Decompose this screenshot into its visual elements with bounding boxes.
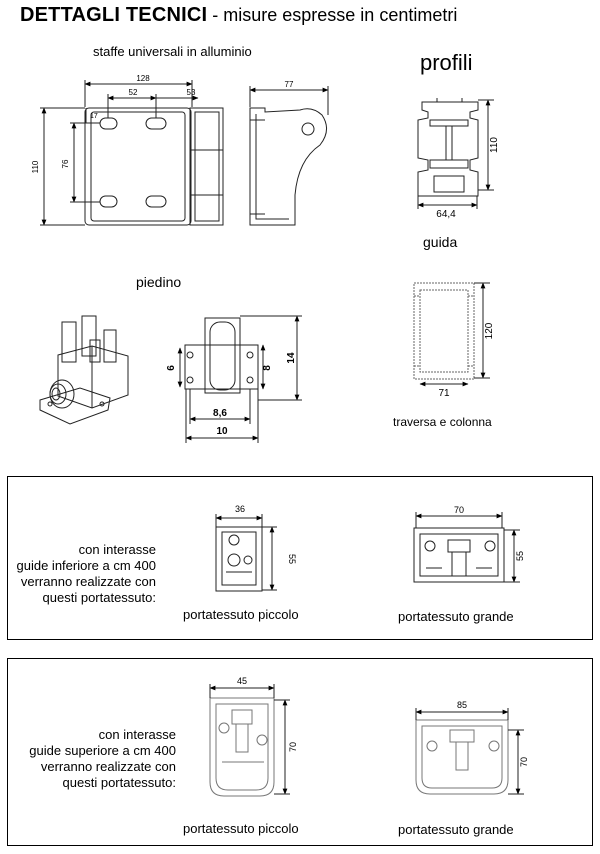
dim-inf-grande-55: 55: [515, 551, 525, 561]
guida-profile-drawing: [417, 98, 494, 209]
superiore-grande-drawing: [415, 719, 509, 795]
staffa-side-drawing: [249, 86, 329, 226]
piedino-label: piedino: [136, 274, 182, 290]
dim-piedino-8-6: 8,6: [213, 408, 227, 419]
dim-traversa-71: 71: [438, 388, 450, 399]
dim-sup-grande-70: 70: [519, 757, 529, 767]
box-inferiore-text: con interasse guide inferiore a cm 400 v…: [10, 542, 156, 606]
page-title: DETTAGLI TECNICI - misure espresse in ce…: [20, 4, 457, 27]
title-bold: DETTAGLI TECNICI: [20, 4, 208, 26]
box-inferiore-line-2: guide inferiore a cm 400: [16, 558, 156, 573]
dim-piedino-14: 14: [286, 352, 297, 364]
dim-staffa-110: 110: [31, 160, 40, 173]
dim-inf-grande-70: 70: [454, 505, 464, 515]
superiore-piccolo-drawing: [209, 697, 275, 797]
dim-staffa-17: 17: [90, 113, 98, 120]
box-guide-inferiore: [7, 476, 593, 640]
superiore-grande-dimensions: [415, 708, 524, 795]
traversa-label: traversa e colonna: [393, 415, 492, 429]
dim-sup-piccolo-45: 45: [237, 676, 247, 686]
traversa-dimensions: [419, 282, 490, 387]
box-inferiore-line-4: questi portatessuto:: [42, 590, 156, 605]
box-inferiore-line-1: con interasse: [78, 542, 156, 557]
staffe-label: staffe universali in alluminio: [93, 44, 252, 59]
box-superiore-line-4: questi portatessuto:: [62, 775, 176, 790]
dim-piedino-10: 10: [216, 426, 228, 437]
dim-staffa-52: 52: [129, 88, 138, 97]
box-inferiore-line-3: verranno realizzate con: [20, 574, 156, 589]
superiore-piccolo-label: portatessuto piccolo: [183, 821, 299, 836]
inferiore-piccolo-label: portatessuto piccolo: [183, 607, 299, 622]
dim-inf-piccolo-36: 36: [235, 504, 245, 514]
dim-inf-piccolo-55: 55: [287, 554, 297, 564]
dim-piedino-8: 8: [262, 365, 273, 371]
dim-traversa-120: 120: [484, 322, 495, 339]
piedino-front-drawing: [177, 315, 302, 443]
dim-piedino-6: 6: [166, 365, 177, 371]
box-superiore-line-2: guide superiore a cm 400: [29, 743, 176, 758]
box-superiore-line-1: con interasse: [98, 727, 176, 742]
piedino-3d-drawing: [39, 315, 129, 425]
profili-label: profili: [420, 50, 473, 75]
dim-staffa-76: 76: [61, 159, 70, 168]
dim-staffa-53: 53: [187, 88, 196, 97]
inferiore-piccolo-drawing: [215, 514, 277, 592]
dim-staffa-128: 128: [136, 74, 150, 83]
inferiore-grande-drawing: [413, 512, 520, 583]
inferiore-grande-label: portatessuto grande: [398, 609, 514, 624]
dim-guida-64-4: 64,4: [436, 209, 456, 220]
box-guide-superiore: [7, 658, 593, 846]
guida-label: guida: [423, 234, 458, 250]
superiore-piccolo-dimensions: [209, 684, 290, 795]
box-superiore-text: con interasse guide superiore a cm 400 v…: [10, 727, 176, 791]
staffa-front-drawing: [40, 80, 224, 226]
traversa-profile-drawing: [413, 282, 475, 380]
dim-staffa-77: 77: [285, 80, 294, 89]
dim-guida-110: 110: [489, 137, 500, 153]
dim-sup-piccolo-70: 70: [288, 742, 298, 752]
dim-sup-grande-85: 85: [457, 700, 467, 710]
superiore-grande-label: portatessuto grande: [398, 822, 514, 837]
title-subtitle: - misure espresse in centimetri: [207, 5, 458, 25]
box-superiore-line-3: verranno realizzate con: [40, 759, 176, 774]
